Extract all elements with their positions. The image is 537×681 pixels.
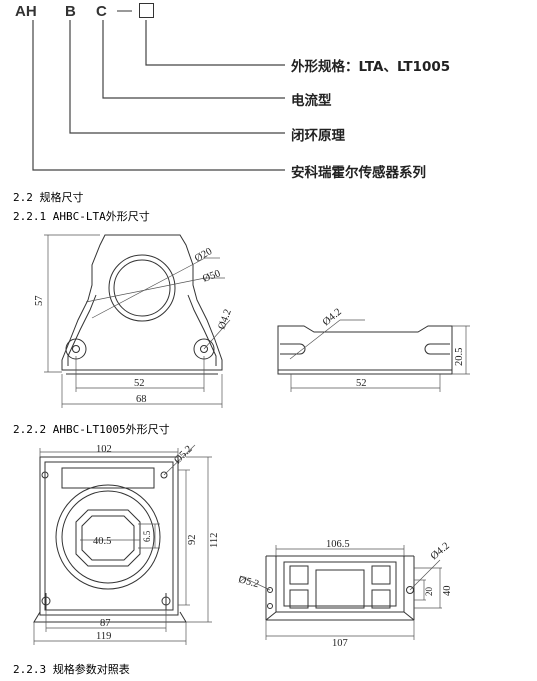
section-2-2-2: 2.2.2 AHBC-LT1005外形尺寸 — [13, 423, 170, 436]
section-2-2-1: 2.2.1 AHBC-LTA外形尺寸 — [13, 210, 150, 223]
lt1005-side-bottom-label: 107 — [332, 638, 348, 649]
lt1005-side-right-hole-label: Ø4.2 — [429, 541, 452, 563]
lta-height-label: 57 — [34, 296, 45, 307]
lt1005-mount-span-label: 87 — [100, 618, 111, 629]
model-code-b: B — [65, 3, 76, 20]
lt1005-top-width-label: 102 — [96, 444, 112, 455]
lt1005-inner-height-label: 92 — [187, 535, 198, 546]
model-code-box: □ — [139, 3, 154, 18]
legend-series: 安科瑞霍尔传感器系列 — [291, 165, 426, 181]
lt1005-side-top-label: 106.5 — [326, 539, 350, 550]
model-code-c: C — [96, 3, 107, 20]
legend-current-type: 电流型 — [291, 93, 332, 109]
section-2-2: 2.2 规格尺寸 — [13, 191, 84, 204]
model-code-separator: — — [117, 2, 132, 19]
lta-side-span-label: 52 — [356, 378, 367, 389]
lt1005-side-small-label: 20 — [424, 587, 434, 597]
lt1005-base-width-label: 119 — [96, 631, 111, 642]
legend-closed-loop: 闭环原理 — [291, 128, 345, 144]
lt1005-window-w-label: 40.5 — [93, 536, 111, 547]
section-2-2-3: 2.2.3 规格参数对照表 — [13, 663, 130, 676]
lt1005-outer-height-label: 112 — [209, 533, 220, 548]
lta-mount-span-label: 52 — [134, 378, 145, 389]
legend-shape-spec: 外形规格：LTA、LT1005 — [291, 59, 451, 75]
lta-base-width-label: 68 — [136, 394, 147, 405]
model-code-ah: AH — [15, 3, 37, 20]
lt1005-side-height-label: 40 — [442, 586, 453, 597]
lt1005-side-left-hole-label: Ø5.2 — [237, 574, 260, 590]
lt1005-window-h-label: 6.5 — [142, 530, 152, 542]
lta-side-height-label: 20.5 — [454, 348, 465, 366]
